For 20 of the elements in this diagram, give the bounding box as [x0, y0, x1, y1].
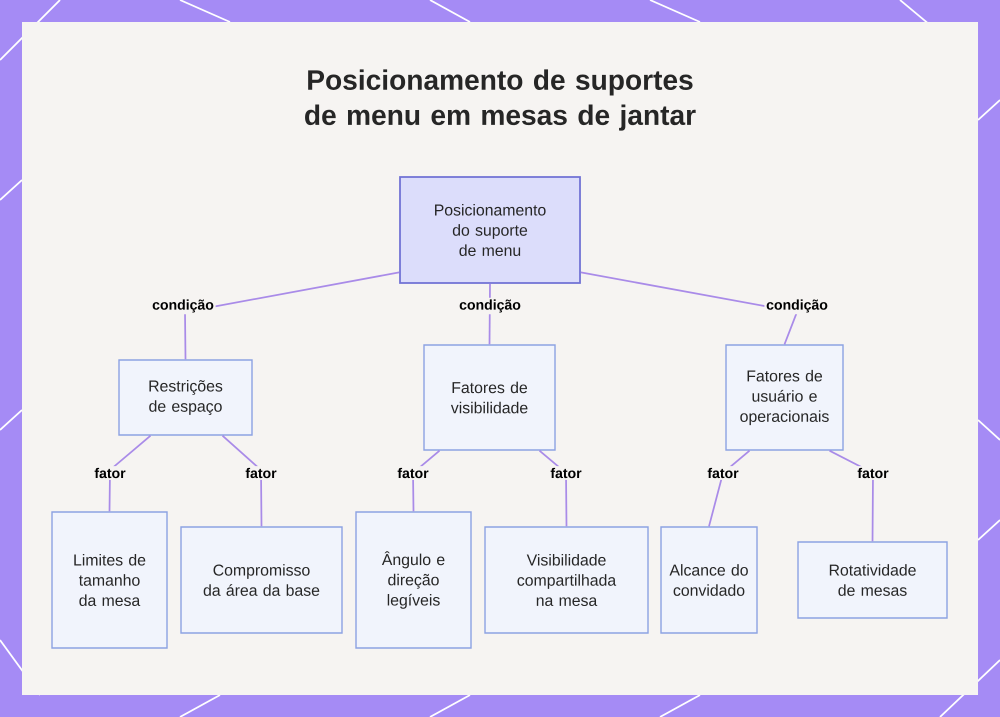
concept-box: Fatores de visibilidade	[423, 344, 556, 451]
concept-box: Rotatividade de mesas	[797, 541, 948, 619]
edge-label: fator	[396, 466, 430, 480]
concept-box: Restrições de espaço	[118, 359, 253, 436]
concept-box: Posicionamento do suporte de menu	[399, 176, 581, 284]
edge-label: condição	[457, 298, 523, 314]
edge-label: fator	[244, 466, 278, 480]
edge-label: fator	[92, 466, 128, 480]
edge-label: fator	[548, 466, 584, 480]
concept-box: Compromisso da área da base	[180, 526, 343, 634]
concept-box: Alcance do convidado	[660, 526, 758, 634]
concept-box: Ângulo e direção legíveis	[355, 511, 472, 649]
edge-label: fator	[706, 466, 740, 480]
edge-label: condição	[150, 298, 216, 314]
concept-box: Limites de tamanho da mesa	[51, 511, 168, 649]
title: Posicionamento de suportes de menu em mesas de jantar	[305, 69, 696, 131]
concept-box: Fatores de usuário e operacionais	[725, 344, 844, 451]
edge-label: condição	[764, 298, 830, 314]
edge-label: fator	[856, 466, 890, 480]
concept-box: Visibilidade compartilhada na mesa	[484, 526, 649, 634]
